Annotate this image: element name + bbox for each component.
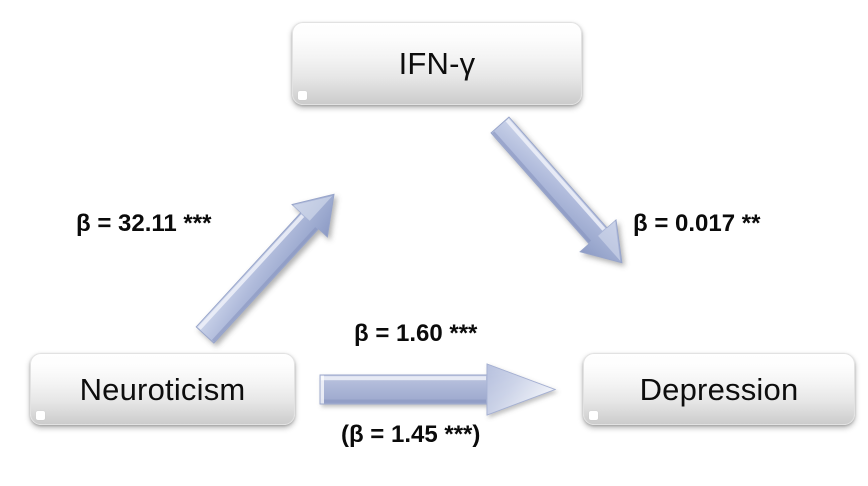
arrow-a-path xyxy=(195,193,335,344)
arrow-c-path xyxy=(319,363,557,416)
arrow-b-path xyxy=(490,116,623,264)
node-label-neuroticism: Neuroticism xyxy=(79,371,246,407)
node-neuroticism[interactable]: Neuroticism xyxy=(30,353,295,425)
path-label-b: β = 0.017 ** xyxy=(633,210,761,237)
path-label-c-prime-direct: (β = 1.45 ***) xyxy=(341,421,481,448)
path-label-a: β = 32.11 *** xyxy=(76,210,212,237)
path-label-c-total: β = 1.60 *** xyxy=(354,320,478,347)
node-ifn-gamma[interactable]: IFN-γ xyxy=(292,22,582,105)
node-label-ifn-gamma: IFN-γ xyxy=(398,46,476,81)
node-depression[interactable]: Depression xyxy=(583,353,855,425)
node-label-depression: Depression xyxy=(639,371,799,407)
